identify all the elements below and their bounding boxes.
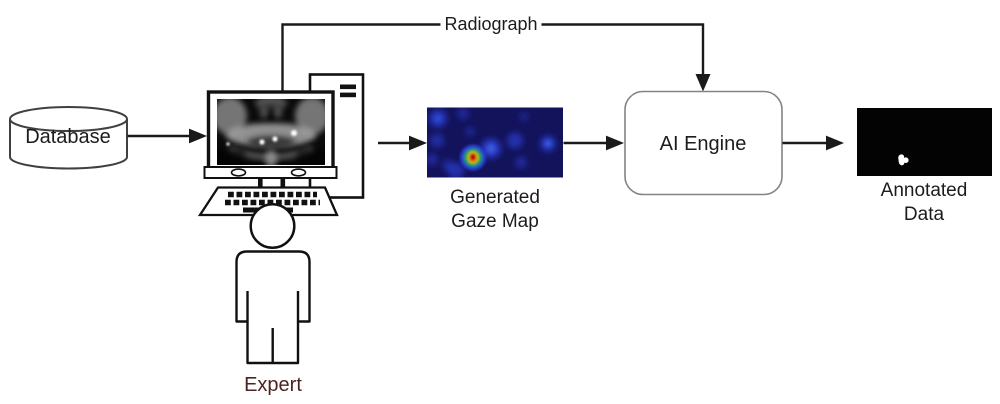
ai-engine-box: [624, 90, 783, 196]
database-label: Database: [25, 126, 111, 148]
annotated-caption-line2: Data: [903, 204, 945, 225]
monitor-icon: [203, 90, 338, 190]
workstation-group: [197, 73, 365, 217]
annotated-data-caption: Annotated Data: [881, 179, 968, 227]
annotation-mark: [898, 154, 909, 166]
database-cylinder-icon: [9, 106, 128, 170]
flow-arrow-database-to-workstation: [127, 128, 207, 144]
expert-label: Expert: [244, 374, 302, 396]
gaze-map-caption-line2: Gaze Map: [451, 211, 539, 232]
gaze-heatmap-image: [427, 107, 563, 178]
person-icon: [235, 202, 311, 365]
flow-arrow-workstation-to-gazemap: [378, 135, 427, 151]
ai-engine-label: AI Engine: [659, 133, 747, 155]
panoramic-dental-xray-image: [217, 99, 325, 165]
radiograph-edge-label: Radiograph: [440, 14, 542, 36]
gaze-map-caption-line1: Generated: [450, 187, 540, 208]
gaze-hotspot: [460, 144, 486, 171]
gaze-map-caption: Generated Gaze Map: [450, 186, 540, 234]
annotated-black-xray-image: [857, 108, 992, 176]
flow-arrow-gazemap-to-ai: [563, 135, 624, 151]
flow-arrow-ai-to-annotated: [782, 135, 844, 151]
monitor-stand-leg: [258, 176, 263, 190]
annotated-caption-line1: Annotated: [880, 180, 968, 201]
monitor-stand-leg: [280, 176, 286, 190]
